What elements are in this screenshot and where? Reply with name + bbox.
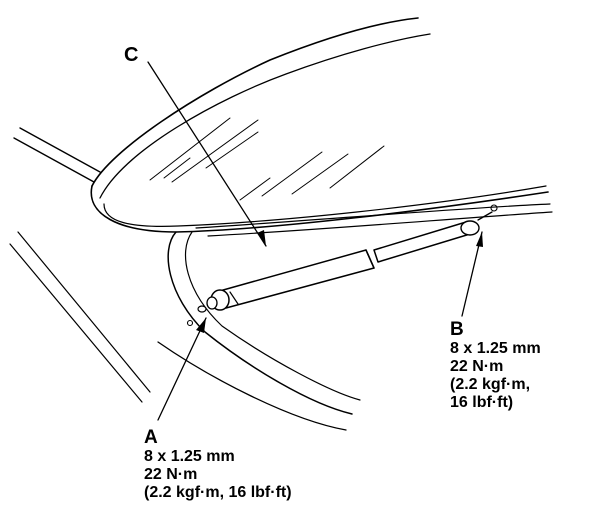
callout-a-thread: 8 x 1.25 mm [144,448,235,465]
bolt-a [186,305,207,327]
callout-b-torque-lbf: 16 lbf·ft) [450,394,514,411]
hatch-glass [90,17,553,237]
callout-a-torque-alt: (2.2 kgf·m, 16 lbf·ft) [144,484,292,501]
callout-a-letter: A [144,427,158,448]
support-strut [206,220,480,311]
callout-b: B 8 x 1.25 mm 22 N·m (2.2 kgf·m, 16 lbf·… [450,320,541,412]
callout-b-torque: 22 N·m [450,358,504,375]
bolt-b [477,204,498,221]
leader-arrow-a [157,317,207,421]
callout-b-letter: B [450,319,464,340]
body-outline [9,127,361,431]
callout-a: A 8 x 1.25 mm 22 N·m (2.2 kgf·m, 16 lbf·… [144,428,292,502]
callout-b-thread: 8 x 1.25 mm [450,340,541,357]
callout-b-torque-kgf: (2.2 kgf·m, [450,376,531,393]
leader-arrow-c [147,61,267,247]
callout-a-torque: 22 N·m [144,466,198,483]
leader-arrow-b [461,231,483,317]
label-c: C [124,44,139,66]
